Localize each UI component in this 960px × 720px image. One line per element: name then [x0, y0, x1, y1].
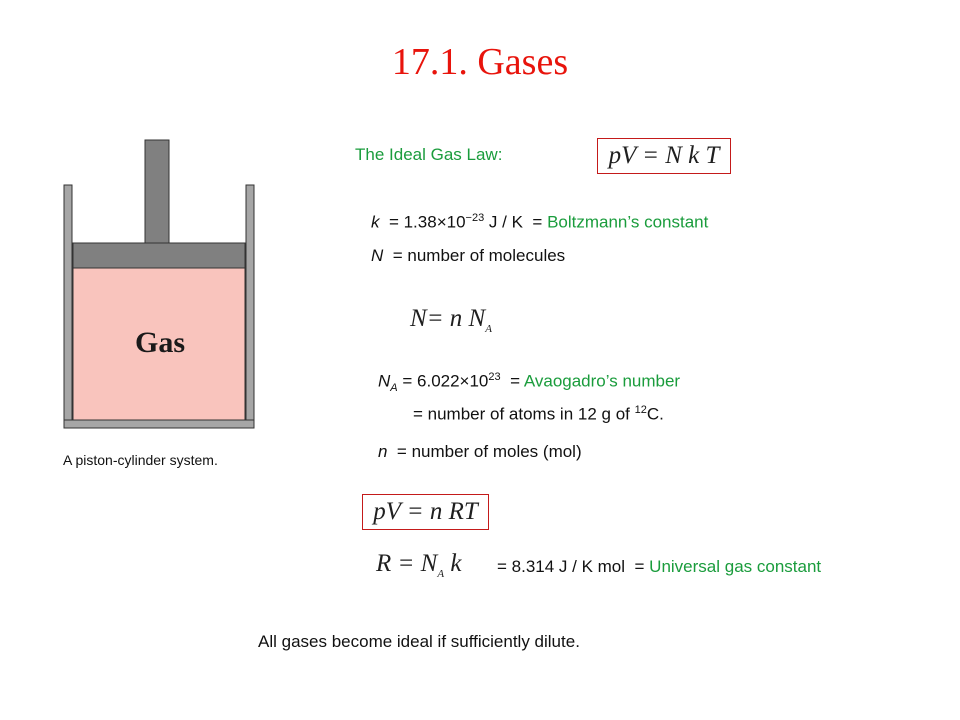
avogadro-line2: = number of atoms in 12 g of 12C.	[413, 404, 664, 424]
gas-label: Gas	[135, 326, 185, 359]
ideal-gas-law-label: The Ideal Gas Law:	[355, 145, 503, 164]
n-avogadro-equation: N= n NA	[410, 305, 492, 335]
r-equation: R = NA k	[376, 550, 462, 580]
r-definition: = 8.314 J / K mol = Universal gas consta…	[497, 557, 822, 576]
figure-caption: A piston-cylinder system.	[63, 452, 218, 468]
ideal-gas-equation: pV = N k T	[597, 138, 731, 174]
footer-note: All gases become ideal if sufficiently d…	[258, 632, 580, 651]
n-molecules-line: N = number of molecules	[371, 246, 566, 265]
boltzmann-line: k = 1.38×10−23 J / K = Boltzmann’s const…	[371, 212, 709, 232]
pv-nrt-equation: pV = n RT	[362, 494, 489, 530]
piston-rod	[144, 139, 170, 246]
piston-head	[72, 242, 246, 269]
cylinder-right-wall	[245, 184, 255, 428]
n-moles-line: n = number of moles (mol)	[378, 442, 582, 461]
cylinder-bottom	[63, 419, 255, 429]
page-title: 17.1. Gases	[391, 41, 569, 83]
cylinder-left-wall	[63, 184, 73, 428]
piston-cylinder-diagram: Gas	[63, 139, 255, 429]
gas-region	[72, 267, 246, 421]
avogadro-line: NA = 6.022×1023 = Avaogadro’s number	[378, 371, 681, 395]
